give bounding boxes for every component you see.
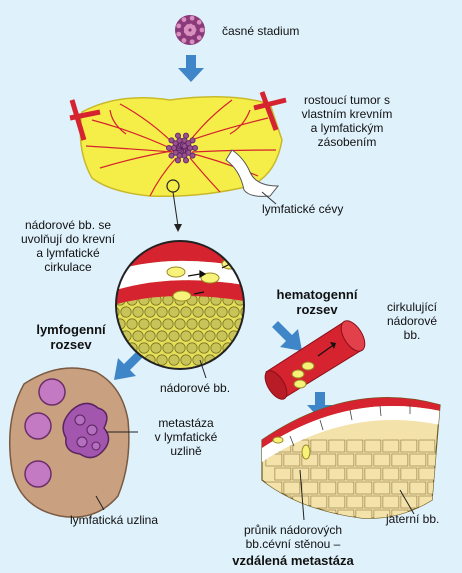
label-lymph-node: lymfatická uzlina xyxy=(70,513,158,527)
label-lymphogenous-spread: lymfogenní rozsev xyxy=(26,322,116,352)
liver-section xyxy=(262,388,453,522)
label-growing-tumor: rostoucí tumor s vlastním krevním a lymf… xyxy=(286,93,408,149)
magnified-tumor-cells xyxy=(109,235,257,369)
label-distant-metastasis: vzdálená metastáza xyxy=(210,553,376,568)
label-liver-cells: jaterní bb. xyxy=(386,512,439,526)
label-hematogenous-spread: hematogenní rozsev xyxy=(262,287,372,317)
label-circulating-cells: cirkulující nádorové bb. xyxy=(374,300,450,342)
arrow-to-hematogenous xyxy=(272,321,302,351)
arrow-early-to-tumor xyxy=(178,55,204,82)
early-stage-cluster xyxy=(175,15,205,45)
label-early-stage: časné stadium xyxy=(222,24,299,38)
label-penetration: průnik nádorových bb.cévní stěnou – xyxy=(218,523,368,551)
lymph-metastasis-mass xyxy=(63,403,108,457)
lymph-node xyxy=(10,368,138,517)
label-lymph-metastasis: metastáza v lymfatické uzlině xyxy=(140,416,232,458)
label-lymph-vessels: lymfatické cévy xyxy=(262,202,343,216)
label-tumor-cells: nádorové bb. xyxy=(160,381,230,395)
label-cells-released: nádorové bb. se uvolňují do krevní a lym… xyxy=(8,218,128,274)
